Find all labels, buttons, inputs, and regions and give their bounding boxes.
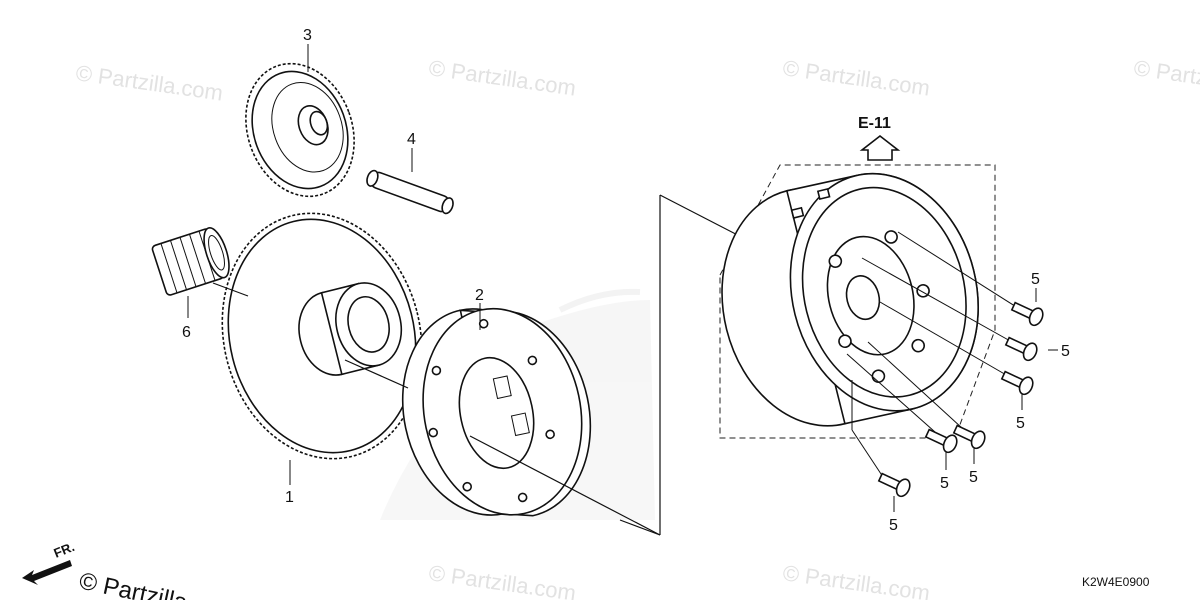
bolt[interactable]: [1000, 367, 1036, 396]
watermark: © Partzilla.com: [74, 60, 224, 105]
callout-4[interactable]: 4: [407, 131, 416, 148]
bolt-leader-lines: [846, 231, 1019, 481]
front-arrow-icon: [22, 560, 72, 585]
watermark: © Partzilla.com: [1132, 55, 1200, 100]
watermark: © Partzilla.com: [781, 560, 931, 600]
watermark: © Partzilla.com: [781, 55, 931, 100]
callout-3[interactable]: 3: [303, 27, 312, 44]
flywheel-frame: [719, 164, 996, 439]
part-3-starter-idle-gear[interactable]: [228, 48, 372, 211]
callout-5[interactable]: 5: [1061, 343, 1070, 360]
front-direction-indicator: FR.: [22, 539, 77, 585]
callout-6[interactable]: 6: [182, 324, 191, 341]
part-6-needle-bearing[interactable]: [151, 225, 234, 296]
bolt[interactable]: [952, 421, 988, 450]
bolt[interactable]: [924, 425, 960, 454]
callout-2[interactable]: 2: [475, 287, 484, 304]
front-label: FR.: [52, 539, 77, 561]
part-1-starter-driven-gear[interactable]: [197, 192, 447, 480]
callout-1[interactable]: 1: [285, 489, 294, 506]
flywheel-assembly[interactable]: [698, 152, 1003, 448]
callout-5[interactable]: 5: [940, 475, 949, 492]
reference-e11[interactable]: E-11: [858, 115, 901, 161]
callouts: 3 4 2 6 1 5 5 5 5 5 5: [182, 27, 1070, 534]
callout-5[interactable]: 5: [1031, 271, 1040, 288]
watermark: © Partzilla.com: [427, 55, 577, 100]
bolt[interactable]: [1004, 333, 1040, 362]
up-arrow-icon: [859, 134, 901, 161]
callout-5[interactable]: 5: [889, 517, 898, 534]
callout-5[interactable]: 5: [1016, 415, 1025, 432]
watermark: © Partzilla.com: [427, 560, 577, 600]
corner-watermark: © Partzilla: [77, 567, 191, 600]
bolt[interactable]: [877, 469, 913, 498]
part-4-shaft[interactable]: [365, 169, 455, 215]
part-5-bolts: [877, 298, 1046, 498]
diagram-code: K2W4E0900: [1082, 575, 1150, 589]
callout-5[interactable]: 5: [969, 469, 978, 486]
leader-lines: [212, 194, 756, 536]
bolt[interactable]: [1010, 298, 1046, 327]
reference-label: E-11: [858, 115, 891, 132]
